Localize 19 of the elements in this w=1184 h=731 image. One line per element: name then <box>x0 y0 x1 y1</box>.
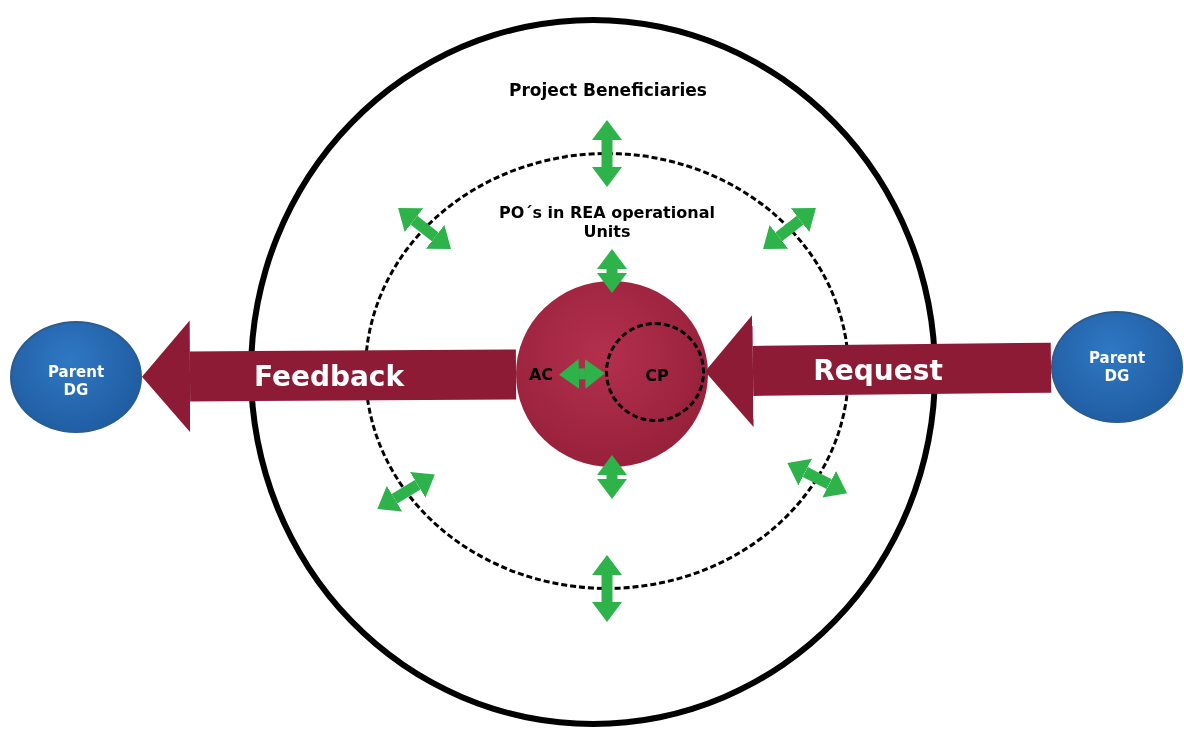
circle-label: Parent DG <box>1087 349 1147 385</box>
node-label: AC <box>523 364 559 386</box>
double-arrow <box>597 249 627 293</box>
double-arrow <box>398 207 451 250</box>
block-arrow <box>142 320 517 433</box>
circle-label: Project Beneficiaries <box>508 80 708 100</box>
double-arrow <box>592 555 622 622</box>
double-arrow <box>377 471 435 512</box>
double-arrow <box>787 458 848 498</box>
double-arrow <box>597 455 627 499</box>
double-arrow <box>763 207 816 250</box>
double-arrow <box>559 358 605 389</box>
double-arrow <box>592 120 622 187</box>
inner-dashed-circle <box>605 322 705 422</box>
circle-label: PO´s in REA operational Units <box>498 203 716 241</box>
circle-label: CP <box>644 365 670 385</box>
edge-label: Feedback <box>253 359 405 393</box>
circle-label: Parent DG <box>46 363 106 399</box>
edge-label: Request <box>813 353 943 387</box>
